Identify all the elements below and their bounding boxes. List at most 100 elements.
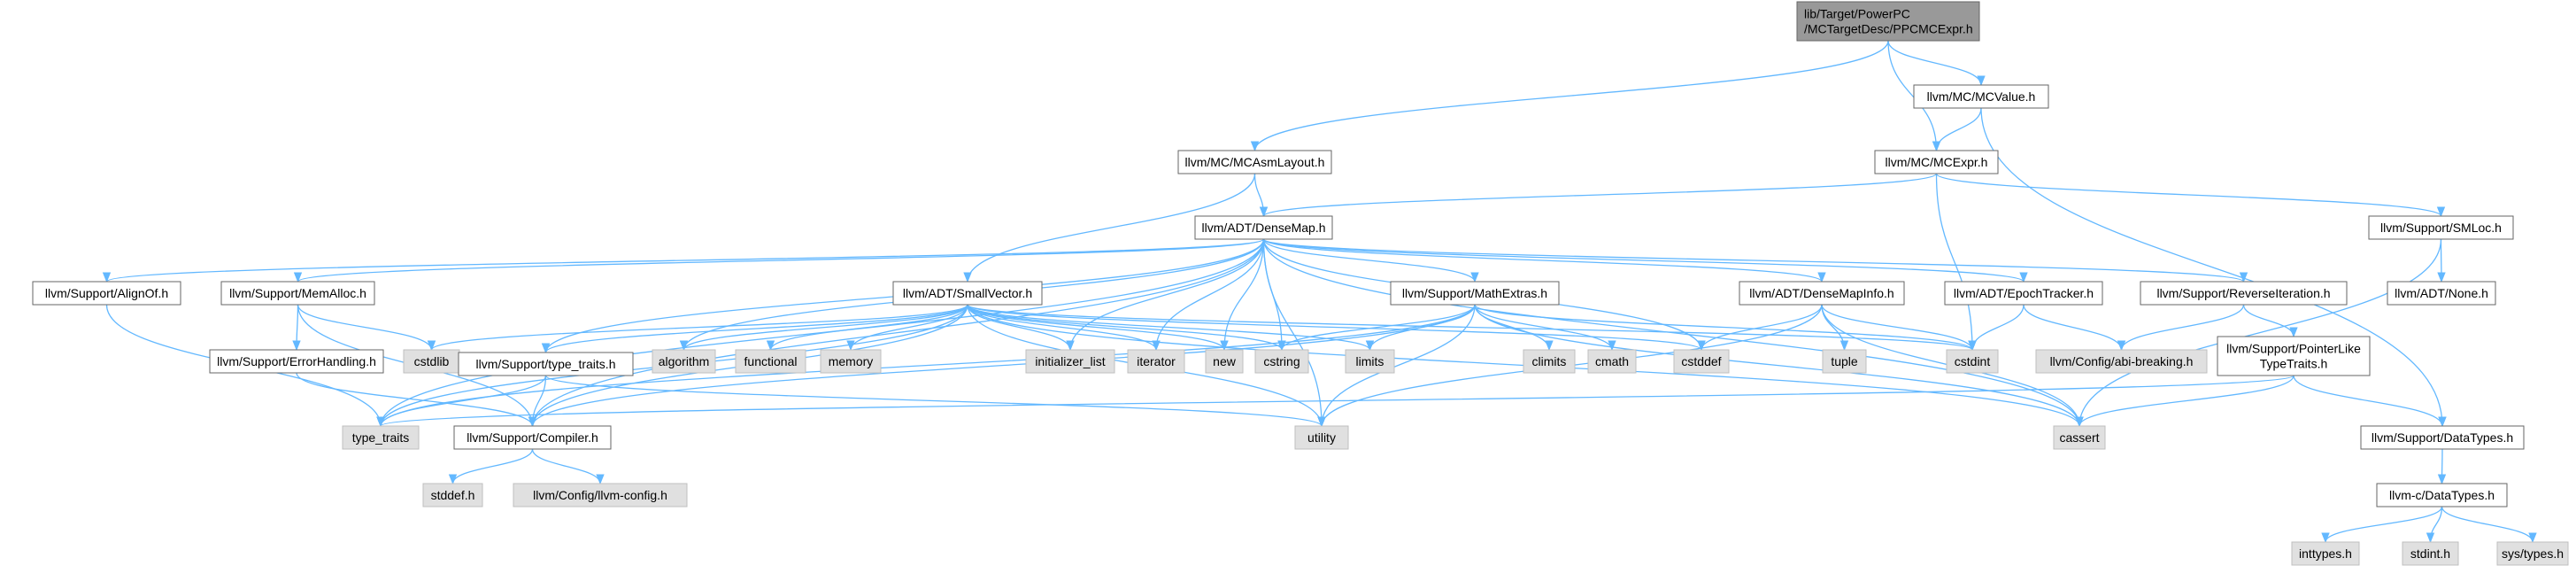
node-box-climits [1523,349,1576,374]
node-label-utility: utility [1307,430,1336,445]
edge-cdatatypes-to-systypes [2441,506,2537,544]
node-stddef: stddef.h [422,483,483,507]
edges-layer [103,40,2537,544]
node-densemapinfo[interactable]: llvm/ADT/DenseMapInfo.h [1739,281,1905,306]
node-label-llvmconfig: llvm/Config/llvm-config.h [533,488,667,502]
node-box-type_traits [342,425,420,450]
node-box-abibreaking [2035,349,2208,374]
edge-mathextras-to-cstdint [1474,304,1977,352]
node-none[interactable]: llvm/ADT/None.h [2387,281,2496,306]
edge-root-to-mcexpr [1887,40,1941,152]
node-reverseiteration[interactable]: llvm/Support/ReverseIteration.h [2140,281,2348,306]
node-label-abibreaking: llvm/Config/abi-breaking.h [2050,354,2194,368]
edge-smallvector-to-typetraits_h [542,304,968,354]
node-box-limits [1345,349,1395,374]
edge-densemap-to-new [1220,238,1265,352]
node-box-compiler [453,425,612,450]
node-typetraits_h[interactable]: llvm/Support/type_traits.h [458,352,634,376]
node-label-cdatatypes: llvm-c/DataTypes.h [2389,488,2495,502]
node-box-none [2387,281,2496,306]
node-label-root: lib/Target/PowerPC [1804,7,1910,21]
node-box-reverseiteration [2140,281,2348,306]
node-cstring: cstring [1254,349,1309,374]
node-stdint: stdint.h [2402,541,2459,566]
edge-densemap-to-initializer_list [1066,238,1265,352]
node-alignof[interactable]: llvm/Support/AlignOf.h [32,281,181,306]
node-smloc[interactable]: llvm/Support/SMLoc.h [2368,215,2514,240]
edge-mcasmlayout-to-smallvector [963,173,1256,283]
edge-smallvector-to-new [967,304,1229,352]
node-label-mathextras: llvm/Support/MathExtras.h [1402,286,1547,300]
node-cdatatypes[interactable]: llvm-c/DataTypes.h [2376,483,2508,507]
edge-smallvector-to-cstdint [967,304,1977,352]
node-limits: limits [1345,349,1395,374]
node-cstddef: cstddef [1673,349,1730,374]
node-label-compiler: llvm/Support/Compiler.h [467,430,598,445]
node-label-systypes: sys/types.h [2502,546,2564,561]
edge-epochtracker-to-abibreaking [2023,304,2126,352]
node-label-cassert: cassert [2059,430,2099,445]
edge-memalloc-to-errorhandling [292,304,301,352]
node-compiler[interactable]: llvm/Support/Compiler.h [453,425,612,450]
node-utility: utility [1294,425,1349,450]
node-box-densemapinfo [1739,281,1905,306]
node-box-densemap [1194,215,1333,240]
node-label-type_traits: type_traits [352,430,410,445]
node-label-alignof: llvm/Support/AlignOf.h [45,286,168,300]
node-label-inttypes: inttypes.h [2299,546,2352,561]
edge-cdatatypes-to-stdint [2426,506,2443,544]
node-label-datatypes_h: llvm/Support/DataTypes.h [2372,430,2513,445]
node-box-memalloc [220,281,375,306]
node-box-cmath [1587,349,1637,374]
node-box-stddef [422,483,483,507]
node-densemap[interactable]: llvm/ADT/DenseMap.h [1194,215,1333,240]
edge-mathextras-to-cassert [1474,304,2084,428]
edge-smallvector-to-algorithm [679,304,968,352]
edge-smloc-to-cassert [2075,238,2442,428]
node-label-none: llvm/ADT/None.h [2395,286,2488,300]
node-mcasmlayout[interactable]: llvm/MC/MCAsmLayout.h [1177,150,1332,174]
node-label-cstring: cstring [1263,354,1300,368]
node-datatypes_h[interactable]: llvm/Support/DataTypes.h [2360,425,2525,450]
node-smallvector[interactable]: llvm/ADT/SmallVector.h [892,281,1043,306]
edge-densemap-to-iterator [1152,238,1265,352]
node-box-mathextras [1390,281,1560,306]
edge-densemap-to-densemapinfo [1262,238,1826,283]
node-label-mcvalue: llvm/MC/MCValue.h [1927,89,2036,104]
node-box-mcexpr [1874,150,1999,174]
edge-mcvalue-to-mcexpr [1932,107,1982,152]
node-label-cstddef: cstddef [1681,354,1721,368]
node-algorithm: algorithm [652,349,716,374]
node-label-climits: climits [1532,354,1567,368]
node-cassert: cassert [2053,425,2106,450]
node-label-initializer_list: initializer_list [1035,354,1105,368]
node-box-iterator [1127,349,1185,374]
edge-epochtracker-to-cstdint [1968,304,2025,352]
edge-mcexpr-to-densemap [1260,173,1938,218]
edge-mathextras-to-compiler [528,304,1476,428]
node-mathextras[interactable]: llvm/Support/MathExtras.h [1390,281,1560,306]
node-memalloc[interactable]: llvm/Support/MemAlloc.h [220,281,375,306]
node-cstdint: cstdint [1946,349,1999,374]
node-llvmconfig: llvm/Config/llvm-config.h [513,483,688,507]
edge-reverseiteration-to-abibreaking [2117,304,2245,352]
edge-cdatatypes-to-inttypes [2321,506,2443,544]
node-label-epochtracker: llvm/ADT/EpochTracker.h [1954,286,2094,300]
edge-datatypes_h-to-cdatatypes [2437,448,2447,485]
node-epochtracker[interactable]: llvm/ADT/EpochTracker.h [1944,281,2103,306]
node-mcexpr[interactable]: llvm/MC/MCExpr.h [1874,150,1999,174]
edge-densemap-to-alignof [103,238,1265,283]
node-label-algorithm: algorithm [659,354,710,368]
node-mcvalue[interactable]: llvm/MC/MCValue.h [1913,84,2049,109]
edge-mcasmlayout-to-densemap [1253,173,1269,218]
edge-smallvector-to-initializer_list [967,304,1075,352]
node-label-cstdint: cstdint [1955,354,1991,368]
edge-densemap-to-utility [1262,238,1326,428]
edge-densemap-to-memalloc [294,238,1265,283]
node-memory: memory [820,349,882,374]
node-errorhandling[interactable]: llvm/Support/ErrorHandling.h [209,349,384,374]
node-box-pointerlike [2217,336,2371,376]
edge-errorhandling-to-compiler [296,372,537,428]
node-box-llvmconfig [513,483,688,507]
